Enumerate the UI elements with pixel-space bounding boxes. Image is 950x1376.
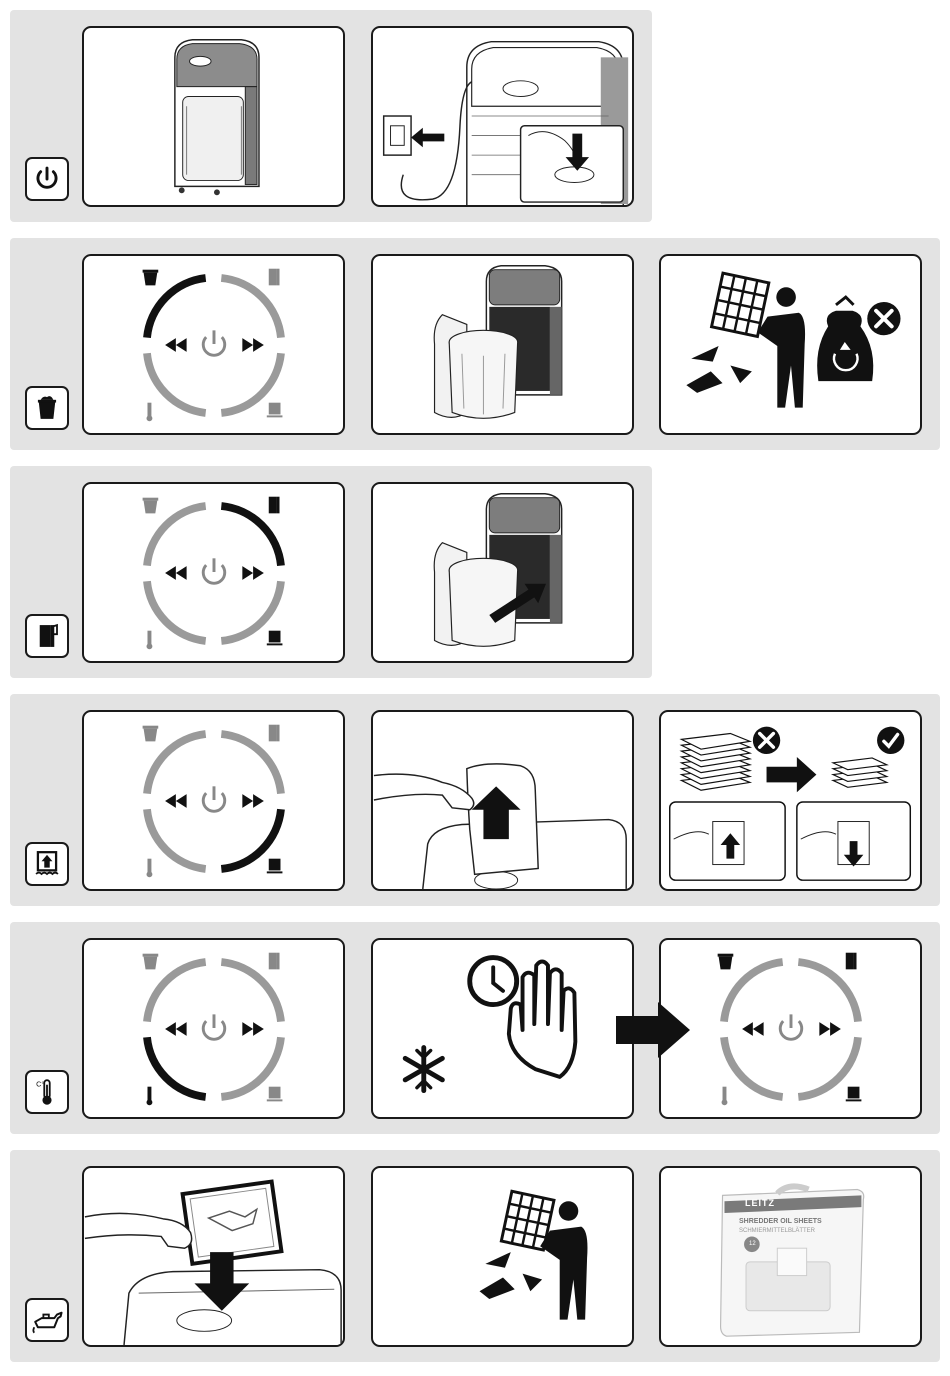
indicator-temp-icon xyxy=(147,403,153,422)
indicator-bin-icon xyxy=(143,270,159,286)
snowflake-icon xyxy=(405,1048,442,1091)
status-display-paper xyxy=(82,710,345,891)
indicator-paper-icon xyxy=(846,1087,862,1102)
status-display-door xyxy=(82,482,345,663)
indicator-bin-icon xyxy=(143,726,159,742)
oil-can-icon xyxy=(25,1298,69,1342)
bin-full-icon xyxy=(25,386,69,430)
oil-sheets-product-box: LEITZ SHREDDER OIL SHEETS SCHMIERMITTELB… xyxy=(659,1166,922,1347)
product-count-badge: 12 xyxy=(749,1241,756,1247)
indicator-door-icon xyxy=(269,725,280,742)
indicator-temp-icon xyxy=(147,1087,153,1106)
indicator-door-icon xyxy=(269,269,280,286)
indicator-door-icon xyxy=(269,497,280,514)
plug-in-illustration xyxy=(371,26,634,207)
product-subtitle: SCHMIERMITTELBLÄTTER xyxy=(739,1228,815,1234)
wait-cool-down-illustration xyxy=(371,938,634,1119)
dispose-waste-illustration xyxy=(659,254,922,435)
status-ring-door xyxy=(84,484,343,661)
indicator-bin-icon xyxy=(143,498,159,514)
thermometer-icon: C° xyxy=(25,1070,69,1114)
insert-oil-sheet-illustration xyxy=(82,1166,345,1347)
indicator-paper-icon xyxy=(267,631,283,646)
status-ring-temp xyxy=(84,940,343,1117)
indicator-paper-icon xyxy=(267,859,283,874)
indicator-door-icon xyxy=(846,953,857,970)
status-display-normal xyxy=(659,938,922,1119)
status-display-bin xyxy=(82,254,345,435)
indicator-temp-icon xyxy=(147,631,153,650)
shredder-illustration xyxy=(82,26,345,207)
product-brand: LEITZ xyxy=(745,1198,775,1208)
indicator-door-icon xyxy=(269,953,280,970)
paper-amount-illustration xyxy=(659,710,922,891)
remove-paper-illustration xyxy=(371,710,634,891)
status-display-temp xyxy=(82,938,345,1119)
status-ring-paper xyxy=(84,712,343,889)
door-open-icon xyxy=(25,614,69,658)
indicator-bin-icon xyxy=(718,954,734,970)
indicator-temp-icon xyxy=(147,859,153,878)
clock-icon xyxy=(470,958,517,1005)
paper-jam-icon xyxy=(25,842,69,886)
arrow-right-icon xyxy=(614,1000,692,1060)
svg-text:C°: C° xyxy=(36,1080,44,1089)
status-ring-normal xyxy=(661,940,920,1117)
product-title: SHREDDER OIL SHEETS xyxy=(739,1218,822,1225)
remove-bin-illustration xyxy=(371,254,634,435)
indicator-paper-icon xyxy=(267,403,283,418)
power-icon xyxy=(25,157,69,201)
indicator-temp-icon xyxy=(722,1087,728,1106)
dispose-oil-sheet-illustration xyxy=(371,1166,634,1347)
status-ring-bin xyxy=(84,256,343,433)
indicator-paper-icon xyxy=(267,1087,283,1102)
close-door-illustration xyxy=(371,482,634,663)
indicator-bin-icon xyxy=(143,954,159,970)
